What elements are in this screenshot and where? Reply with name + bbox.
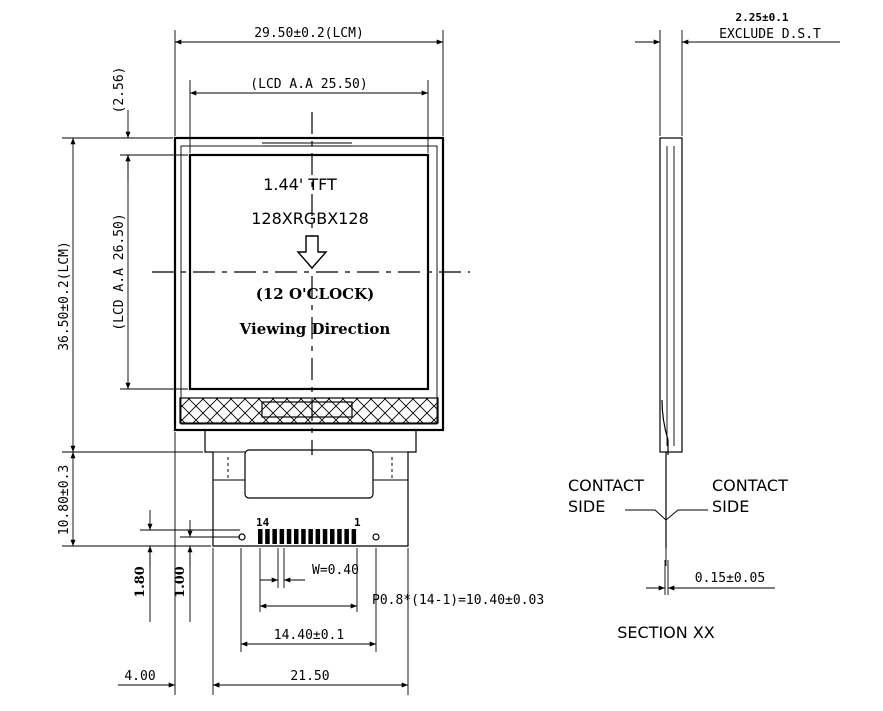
fpc-pad [308, 529, 313, 544]
svg-text:14.40±0.1: 14.40±0.1 [274, 628, 344, 643]
screen-size-label: 1.44' TFT [263, 175, 337, 194]
dim-lcd-aa-width: (LCD A.A 25.50) [189, 77, 429, 153]
dim-lcm-height: 36.50±0.2(LCM) [57, 137, 203, 453]
fpc-pad [279, 529, 285, 544]
svg-text:21.50: 21.50 [290, 669, 329, 684]
driver-ic [261, 401, 353, 418]
svg-text:P0.8*(14-1)=10.40±0.03: P0.8*(14-1)=10.40±0.03 [372, 593, 544, 608]
svg-text:29.50±0.2(LCM): 29.50±0.2(LCM) [254, 26, 364, 41]
viewing-direction-arrow-icon [296, 235, 328, 270]
fpc-pad [322, 529, 328, 544]
orientation-label: (12 O'CLOCK) [256, 285, 374, 303]
contact-side-right-line1: CONTACT [712, 476, 788, 495]
fpc-thickness-label: 0.15±0.05 [695, 571, 765, 586]
fpc-pad [344, 529, 349, 544]
dim-lcd-aa-height: (LCD A.A 26.50) [112, 155, 188, 390]
svg-text:(LCD A.A 26.50): (LCD A.A 26.50) [112, 213, 127, 330]
dim-lcm-width: 29.50±0.2(LCM) [174, 26, 444, 136]
fpc-pad [351, 529, 357, 544]
section-title: SECTION XX [617, 623, 715, 642]
fpc-window [244, 449, 374, 499]
alignment-hole-right [372, 533, 380, 541]
svg-text:1.80: 1.80 [133, 566, 148, 598]
fpc-pad [265, 529, 270, 544]
svg-text:(2.56): (2.56) [112, 67, 127, 114]
front-view: 1.44' TFT 128XRGBX128 (12 O'CLOCK) Viewi… [57, 26, 544, 695]
svg-text:4.00: 4.00 [124, 669, 155, 684]
dim-pad-offsets: 1.80 1.00 [133, 510, 240, 622]
dim-pad-span: 14.40±0.1 [240, 548, 377, 652]
fpc-pad [258, 529, 263, 544]
contact-side-right-line2: SIDE [712, 497, 749, 516]
fpc-pad [337, 529, 342, 544]
svg-text:W=0.40: W=0.40 [312, 563, 359, 578]
fpc-pad [301, 529, 306, 544]
dim-fpc-width: 21.50 4.00 [118, 432, 409, 695]
fpc-pads [258, 529, 357, 544]
fpc-pad [272, 529, 277, 544]
contact-side-left-line2: SIDE [568, 497, 605, 516]
fpc-pad [330, 529, 335, 544]
fpc-pad [286, 529, 292, 544]
svg-text:10.80±0.3: 10.80±0.3 [57, 465, 72, 535]
thickness-label: 2.25±0.1 [736, 11, 789, 24]
dim-pad-width: W=0.40 [260, 548, 359, 588]
exclude-label: EXCLUDE D.S.T [719, 27, 821, 42]
pin-last-label: 1 [354, 516, 361, 529]
lcm-outline [173, 136, 445, 432]
svg-text:(LCD A.A 25.50): (LCD A.A 25.50) [250, 77, 367, 92]
dim-top-gap: (2.56) [112, 67, 188, 180]
dim-fpc-length: 10.80±0.3 [57, 452, 211, 547]
svg-text:36.50±0.2(LCM): 36.50±0.2(LCM) [57, 241, 72, 351]
screen-resolution-label: 128XRGBX128 [251, 209, 369, 228]
fpc: 14 1 [204, 430, 417, 547]
fpc-pad [294, 529, 299, 544]
svg-text:1.00: 1.00 [173, 566, 188, 598]
fpc-pad [315, 529, 321, 544]
pin-first-label: 14 [256, 516, 270, 529]
dim-pitch: P0.8*(14-1)=10.40±0.03 [259, 548, 544, 612]
section-body [659, 137, 683, 453]
section-view: 2.25±0.1 EXCLUDE D.S.T CONTACT SIDE CONT… [568, 11, 840, 642]
viewing-direction-label: Viewing Direction [239, 320, 391, 338]
contact-side-left-line1: CONTACT [568, 476, 644, 495]
